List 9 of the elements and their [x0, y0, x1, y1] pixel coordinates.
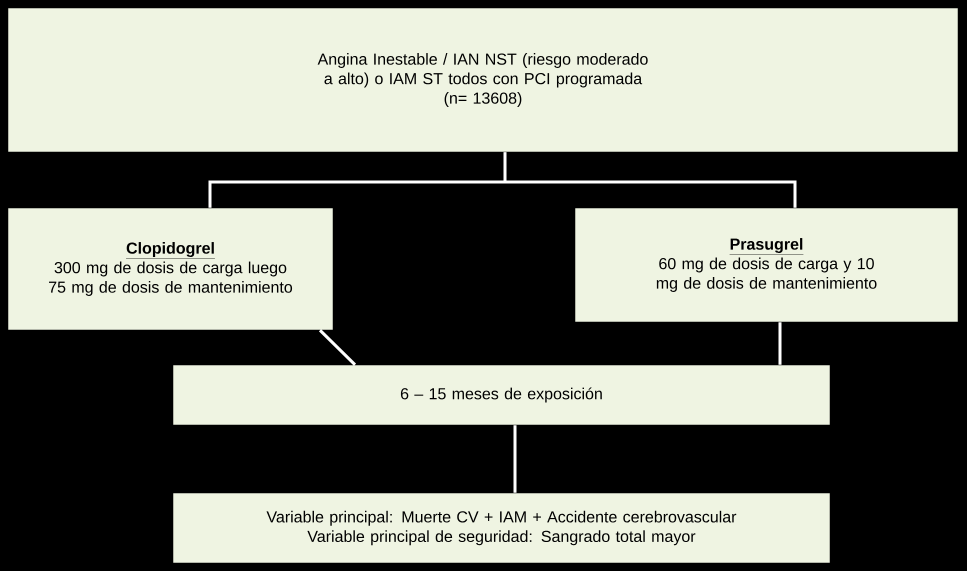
flow-box: Clopidogrel 300 mg de dosis de carga luego 75 mg de dosis de mantenimiento — [8, 208, 334, 330]
connector-line — [318, 329, 356, 366]
connector-line — [778, 322, 782, 365]
flow-box: Prasugrel 60 mg de dosis de carga y 10 mg de dosis de mantenimiento — [574, 208, 958, 322]
flow-box: 6 – 15 meses de exposición — [172, 364, 830, 426]
connector-line — [504, 152, 796, 208]
flow-box: Angina Inestable / IAN NST (riesgo moderado a alto) o IAM ST todos con PCI programada (n= 13608) — [8, 8, 958, 152]
flow-box: Variable principal: Muerte CV + IAM + Accidente cerebrovascular Variable principal de seguridad: Sangrado total mayor — [172, 492, 830, 564]
connector-line — [514, 425, 516, 493]
